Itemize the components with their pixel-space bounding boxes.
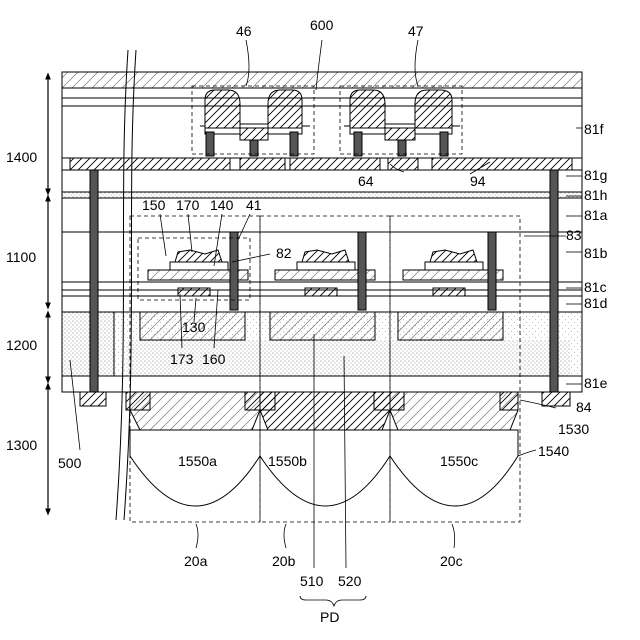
label-150: 150 bbox=[142, 197, 166, 213]
label-160: 160 bbox=[202, 351, 226, 367]
label-20b: 20b bbox=[272, 553, 296, 569]
label-170: 170 bbox=[176, 197, 200, 213]
label-81d: 81d bbox=[584, 295, 607, 311]
label-173: 173 bbox=[170, 351, 194, 367]
label-1550c: 1550c bbox=[440, 453, 478, 469]
label-94: 94 bbox=[470, 173, 486, 189]
label-1550b: 1550b bbox=[268, 453, 307, 469]
label-83: 83 bbox=[566, 227, 582, 243]
label-510: 510 bbox=[300, 573, 324, 589]
label-1100: 1100 bbox=[6, 249, 36, 265]
label-1200: 1200 bbox=[6, 337, 37, 353]
label-81b: 81b bbox=[584, 245, 608, 261]
label-81g: 81g bbox=[584, 167, 607, 183]
label-81h: 81h bbox=[584, 187, 607, 203]
label-600: 600 bbox=[310, 17, 334, 33]
label-20a: 20a bbox=[184, 553, 208, 569]
label-500: 500 bbox=[58, 455, 82, 471]
label-47: 47 bbox=[408, 23, 424, 39]
label-46: 46 bbox=[236, 23, 252, 39]
label-20c: 20c bbox=[440, 553, 463, 569]
label-81e: 81e bbox=[584, 375, 608, 391]
label-1530: 1530 bbox=[558, 421, 589, 437]
label-41: 41 bbox=[246, 197, 262, 213]
label-1300: 1300 bbox=[6, 437, 37, 453]
label-pd: PD bbox=[320, 609, 339, 625]
label-82: 82 bbox=[276, 245, 292, 261]
label-1540: 1540 bbox=[538, 443, 569, 459]
label-130: 130 bbox=[182, 319, 206, 335]
layer-1300 bbox=[126, 392, 518, 506]
label-81f: 81f bbox=[584, 121, 604, 137]
label-64: 64 bbox=[358, 173, 374, 189]
label-84: 84 bbox=[576, 399, 592, 415]
label-81c: 81c bbox=[584, 279, 607, 295]
label-1400: 1400 bbox=[6, 149, 37, 165]
layer-1400 bbox=[62, 72, 582, 198]
label-520: 520 bbox=[338, 573, 362, 589]
label-1550a: 1550a bbox=[178, 453, 217, 469]
label-140: 140 bbox=[210, 197, 234, 213]
label-81a: 81a bbox=[584, 207, 608, 223]
